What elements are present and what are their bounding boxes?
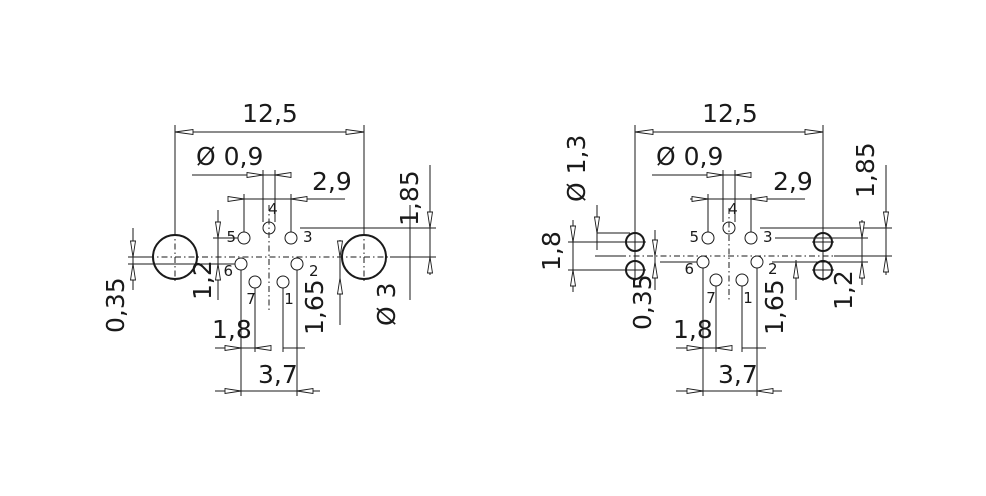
- pin-label-3: 3: [763, 228, 773, 246]
- label-hole-diameter: Ø 1,3: [562, 135, 591, 202]
- drawing-left: 4 5 3 6 2 7 1 12,5 Ø 0,9: [101, 99, 436, 396]
- label-hole-diameter: Ø 3: [372, 282, 401, 326]
- pin-label-2: 2: [309, 262, 319, 280]
- pin-6: [234, 257, 248, 271]
- dimension-small-offset: 0,35: [101, 228, 235, 333]
- pin-label-1: 1: [743, 289, 753, 307]
- pin-label-5: 5: [689, 228, 699, 246]
- label-top-offset: 1,85: [851, 142, 880, 198]
- pin-label-5: 5: [226, 228, 236, 246]
- dimension-left-pitch: 1,2: [188, 210, 238, 300]
- pin-label-4: 4: [728, 200, 738, 218]
- pin-3: [284, 231, 298, 245]
- dimension-bottom-width: 3,7: [676, 268, 782, 396]
- label-overall-width: 12,5: [702, 99, 758, 128]
- dimension-hole-diameter: Ø 1,3: [562, 135, 630, 250]
- dimension-overall-width: 12,5: [634, 99, 824, 232]
- dimension-overall-width: 12,5: [174, 99, 365, 236]
- label-hole-pitch: 1,8: [537, 231, 566, 271]
- dimension-small-offset: 0,35: [595, 230, 697, 330]
- pin-5: [701, 231, 715, 245]
- pin-numbers: 4 5 3 6 2 7 1: [223, 200, 318, 308]
- contact-pins: [696, 221, 764, 287]
- label-pin-offset-right: 1,65: [300, 279, 329, 335]
- pin-4: [722, 221, 736, 235]
- dimension-pin-offset-right: 1,65: [254, 279, 329, 352]
- pin-label-7: 7: [706, 289, 716, 307]
- pin-6: [696, 255, 710, 269]
- pin-label-2: 2: [768, 260, 778, 278]
- center-lines: [148, 205, 392, 310]
- label-pin-diameter: Ø 0,9: [656, 142, 723, 171]
- dimension-right-pitch: 1,2: [772, 220, 868, 310]
- dimension-hole-diameter: Ø 3: [336, 205, 411, 326]
- pin-1: [735, 273, 749, 287]
- pin-label-6: 6: [684, 260, 694, 278]
- label-pin-offset-left: 1,8: [212, 315, 252, 344]
- label-right-pitch: 1,2: [829, 270, 858, 310]
- label-pin-offset-left: 1,8: [673, 315, 713, 344]
- pin-4: [262, 221, 276, 235]
- pin-label-4: 4: [268, 200, 278, 218]
- label-pin-spacing: 2,9: [312, 167, 352, 196]
- dimension-pin-diameter: Ø 0,9: [192, 142, 292, 222]
- pin-5: [237, 231, 251, 245]
- pin-7: [709, 273, 723, 287]
- label-overall-width: 12,5: [242, 99, 298, 128]
- label-left-pitch: 1,2: [188, 260, 217, 300]
- pin-label-1: 1: [284, 290, 294, 308]
- center-lines: [620, 208, 838, 300]
- pin-7: [248, 275, 262, 289]
- dimension-top-offset: 1,85: [760, 142, 892, 275]
- label-small-offset: 0,35: [101, 277, 130, 333]
- drawing-right: 4 5 3 6 2 7 1 12,5 Ø 0,9: [537, 99, 892, 396]
- pin-label-7: 7: [246, 290, 256, 308]
- pin-1: [276, 275, 290, 289]
- pin-label-6: 6: [223, 262, 233, 280]
- dimension-pin-offset-left: 1,8: [673, 268, 733, 352]
- dimension-pin-offset-left: 1,8: [212, 270, 272, 352]
- label-pin-diameter: Ø 0,9: [196, 142, 263, 171]
- dimension-pin-diameter: Ø 0,9: [652, 142, 752, 222]
- label-pin-spacing: 2,9: [773, 167, 813, 196]
- dimension-pin-spacing: 2,9: [690, 167, 813, 232]
- label-bottom-width: 3,7: [258, 360, 298, 389]
- dimension-pin-spacing: 2,9: [227, 167, 352, 232]
- label-bottom-width: 3,7: [718, 360, 758, 389]
- pin-2: [750, 255, 764, 269]
- pin-3: [744, 231, 758, 245]
- pin-label-3: 3: [303, 228, 313, 246]
- label-small-offset: 0,35: [628, 274, 657, 330]
- pin-numbers: 4 5 3 6 2 7 1: [684, 200, 777, 307]
- dimension-hole-pitch: 1,8: [537, 220, 624, 292]
- dimension-pin-offset-right: 1,65: [715, 260, 800, 352]
- dimension-bottom-width: 3,7: [215, 270, 320, 396]
- label-pin-offset-right: 1,65: [760, 279, 789, 335]
- pin-2: [290, 257, 304, 271]
